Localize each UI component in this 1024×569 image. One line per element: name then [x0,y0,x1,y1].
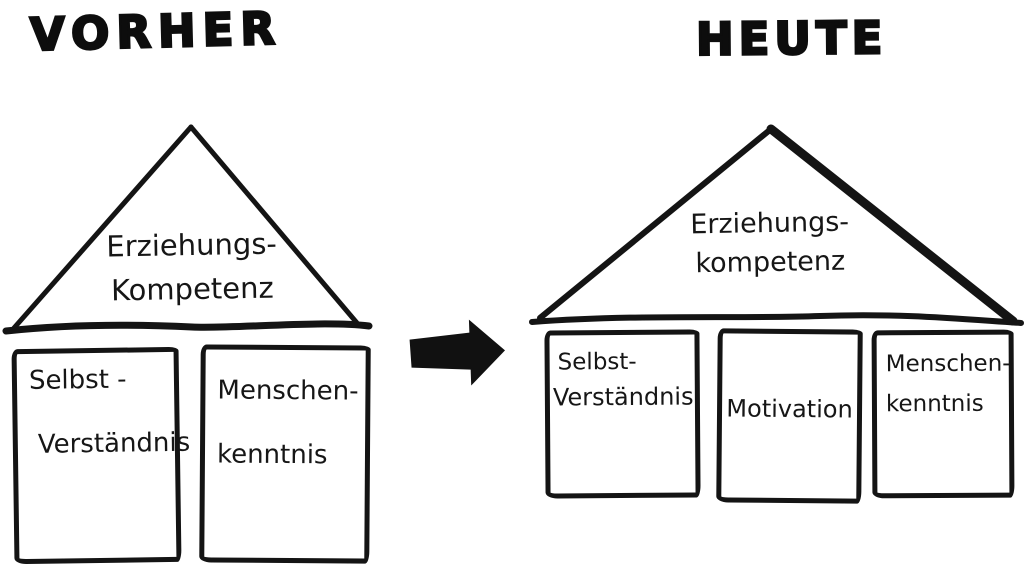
after-roof-line1: Erziehungs- [690,206,850,241]
after-pillar-selbstverstaendnis: Selbst- Verständnis [544,329,701,499]
after-house-roof [529,124,1024,326]
before-title: VORHER [28,0,284,62]
pillar-label-line: Verständnis [37,427,191,460]
after-roof-label: Erziehungs- kompetenz [649,202,890,284]
pillar-label-line: kenntnis [216,439,328,471]
before-house-roof [2,124,373,335]
pillar-label-line: Selbst - [28,364,127,396]
pillar-label-line: Menschen- [217,375,359,407]
after-pillar-motivation: Motivation [716,328,863,504]
arrow-right-icon [409,319,506,386]
before-roof-line2: Kompetenz [110,270,274,307]
pillar-label-line: Motivation [726,394,853,424]
after-pillar-menschenkenntnis: Menschen- kenntnis [871,329,1015,499]
after-title: HEUTE [695,10,889,67]
pillar-label-line: kenntnis [885,390,984,418]
before-pillar-menschenkenntnis: Menschen- kenntnis [199,344,371,564]
before-roof-label: Erziehungs- Kompetenz [71,222,312,313]
pillar-label-line: Verständnis [552,382,694,412]
after-roof-line2: kompetenz [695,245,846,280]
before-pillar-selbstverstaendnis: Selbst - Verständnis [11,346,191,565]
before-roof-line1: Erziehungs- [106,226,278,264]
pillar-label-line: Menschen- [885,350,1011,378]
pillar-label-line: Selbst- [557,348,637,376]
